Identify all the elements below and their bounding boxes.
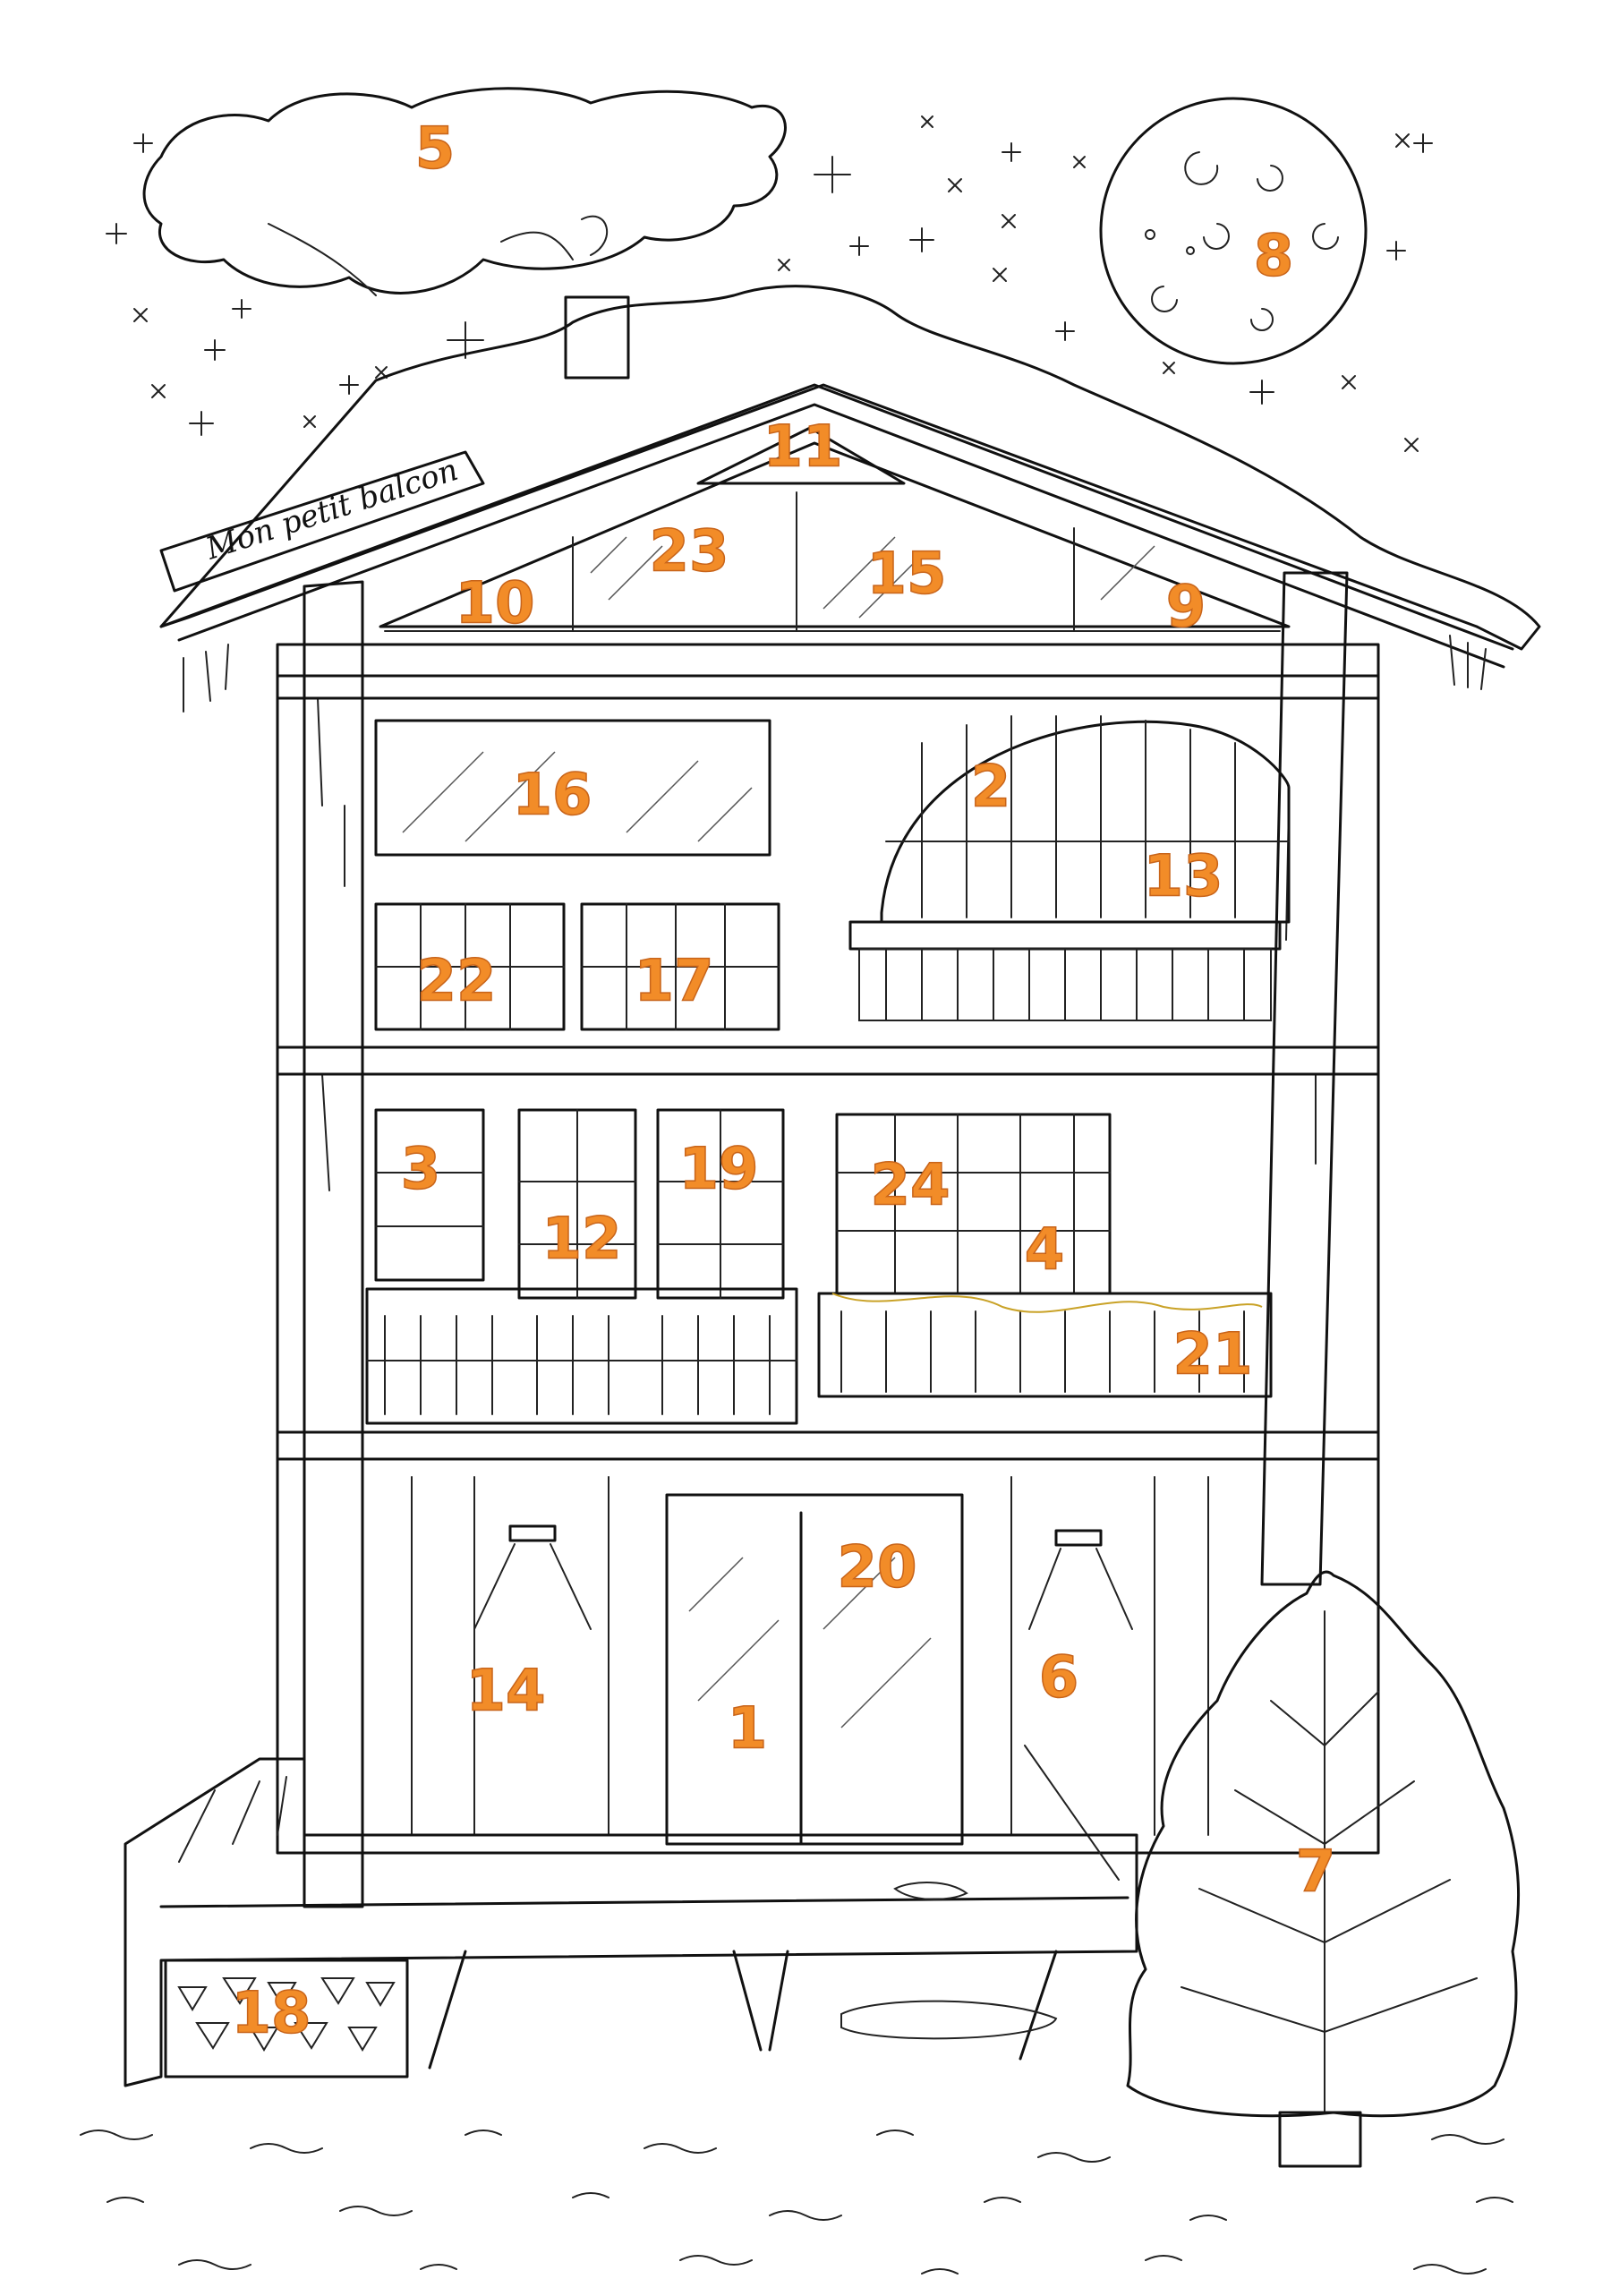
door-9-number[interactable]: 9 — [1165, 574, 1206, 642]
door-14-number[interactable]: 14 — [465, 1658, 547, 1726]
roof — [159, 285, 1541, 713]
door-16-number[interactable]: 16 — [512, 762, 593, 830]
door-22-number[interactable]: 22 — [416, 948, 498, 1016]
door-3-number[interactable]: 3 — [400, 1136, 441, 1204]
cloud — [142, 87, 787, 296]
ground-floor — [411, 1476, 1209, 1881]
door-21-number[interactable]: 21 — [1172, 1321, 1254, 1389]
chimney — [564, 295, 630, 380]
door-24-number[interactable]: 24 — [870, 1152, 951, 1220]
floor-3 — [374, 715, 1291, 1031]
snow-ground — [80, 2130, 1513, 2275]
door-17-number[interactable]: 17 — [634, 948, 715, 1016]
door-13-number[interactable]: 13 — [1143, 843, 1224, 911]
door-23-number[interactable]: 23 — [649, 518, 730, 586]
posts — [303, 571, 1349, 1908]
door-12-number[interactable]: 12 — [541, 1206, 623, 1274]
door-15-number[interactable]: 15 — [866, 541, 948, 609]
door-11-number[interactable]: 11 — [763, 414, 844, 482]
door-4-number[interactable]: 4 — [1024, 1216, 1065, 1285]
door-10-number[interactable]: 10 — [455, 570, 536, 638]
moon — [1099, 97, 1368, 365]
floor-2 — [365, 1108, 1273, 1425]
door-2-number[interactable]: 2 — [970, 754, 1011, 822]
door-8-number[interactable]: 8 — [1253, 223, 1294, 291]
stars — [106, 115, 1433, 452]
door-18-number[interactable]: 18 — [231, 1980, 312, 2048]
door-6-number[interactable]: 6 — [1038, 1644, 1079, 1712]
door-19-number[interactable]: 19 — [678, 1136, 760, 1204]
door-1-number[interactable]: 1 — [727, 1695, 768, 1763]
door-7-number[interactable]: 7 — [1295, 1839, 1336, 1907]
gable — [379, 426, 1291, 632]
tree — [1126, 1570, 1521, 2168]
door-5-number[interactable]: 5 — [414, 115, 456, 184]
deck — [124, 1757, 1138, 2087]
door-20-number[interactable]: 20 — [837, 1534, 918, 1602]
house-frame — [276, 643, 1380, 1855]
advent-numbers: 5 8 11 23 15 10 9 16 2 13 22 17 3 19 24 … — [231, 115, 1336, 2048]
